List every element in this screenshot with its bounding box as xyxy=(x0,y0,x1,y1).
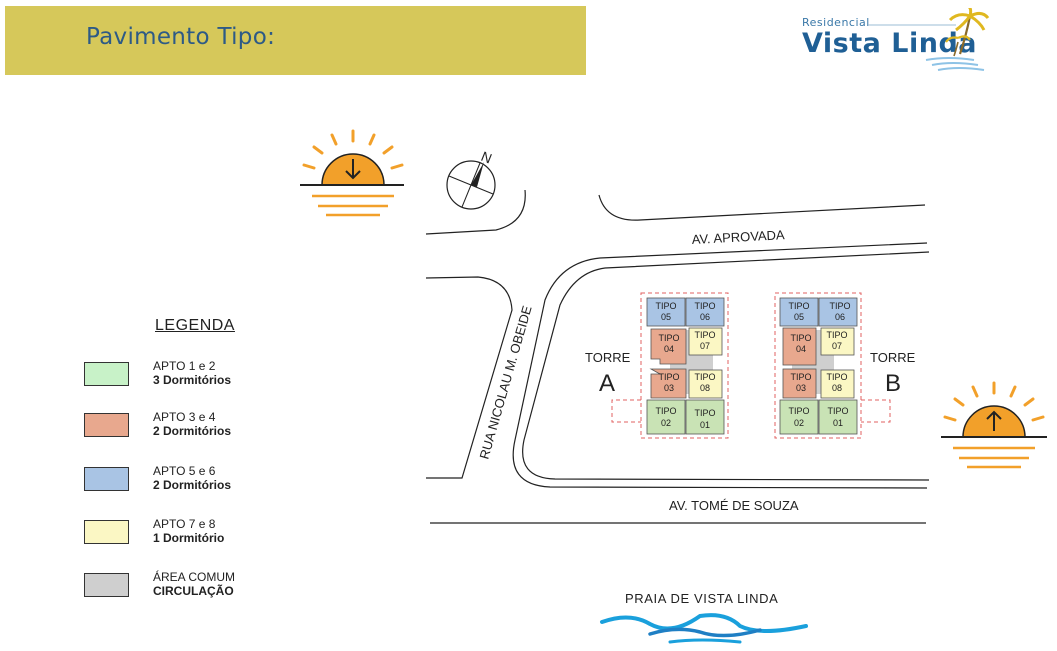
tower-a-unit-05-number: 05 xyxy=(661,312,671,322)
tower-a-unit-08-number: 08 xyxy=(700,383,710,393)
compass-icon: N xyxy=(446,148,496,210)
legend-item-apto-7-8: APTO 7 e 8 1 Dormitório xyxy=(84,517,324,560)
tower-a-unit-02-number: 02 xyxy=(661,418,671,428)
tower-b-unit-07-type: TIPO xyxy=(826,330,847,340)
tower-b-unit-06-type: TIPO xyxy=(829,301,850,311)
waves-icon xyxy=(600,613,808,644)
legend-label: APTO 1 e 2 xyxy=(153,359,216,373)
tower-b-unit-02-type: TIPO xyxy=(788,406,809,416)
tower-a-unit-04-type: TIPO xyxy=(658,333,679,343)
palm-tree-icon xyxy=(868,8,990,71)
legend-label: APTO 3 e 4 xyxy=(153,410,216,424)
tower-b-unit-04-number: 04 xyxy=(796,344,806,354)
legend-sublabel: 3 Dormitórios xyxy=(153,373,232,387)
legend-item-apto-3-4: APTO 3 e 4 2 Dormitórios xyxy=(84,410,324,453)
legend-swatch xyxy=(84,413,129,437)
tower-b-unit-06-number: 06 xyxy=(835,312,845,322)
header-band xyxy=(5,6,586,75)
street-label-aprovada: AV. APROVADA xyxy=(691,227,785,247)
tower-b-unit-03-type: TIPO xyxy=(790,372,811,382)
legend-label: APTO 7 e 8 xyxy=(153,517,216,531)
tower-b-unit-07-number: 07 xyxy=(832,341,842,351)
legend-label: ÁREA COMUM xyxy=(153,570,236,584)
tower-a-unit-03-number: 03 xyxy=(664,383,674,393)
logo: Residencial Vista Linda xyxy=(798,8,990,80)
legend-swatch xyxy=(84,467,129,491)
tower-a-unit-07-number: 07 xyxy=(700,341,710,351)
legend-swatch xyxy=(84,573,129,597)
legend-label: APTO 5 e 6 xyxy=(153,464,216,478)
legend-sublabel: 2 Dormitórios xyxy=(153,424,232,438)
legend-item-area-comum: ÁREA COMUM CIRCULAÇÃO xyxy=(84,570,324,613)
tower-a-unit-01-type: TIPO xyxy=(694,408,715,418)
street-label-tome: AV. TOMÉ DE SOUZA xyxy=(669,498,799,513)
legend-sublabel: 1 Dormitório xyxy=(153,531,225,545)
logo-subtitle: Residencial xyxy=(802,16,870,29)
logo-title: Vista Linda xyxy=(802,28,978,59)
tower-a-unit-01-number: 01 xyxy=(700,420,710,430)
tower-a-unit-06-type: TIPO xyxy=(694,301,715,311)
sunrise-icon xyxy=(941,381,1047,469)
sunset-icon xyxy=(300,129,404,217)
tower-b-unit-05-type: TIPO xyxy=(788,301,809,311)
tower-a: TIPO 05 TIPO 06 TIPO 04 TIPO 07 TIPO 03 … xyxy=(585,292,729,439)
beach-label: PRAIA DE VISTA LINDA xyxy=(625,591,778,606)
legend-sublabel: CIRCULAÇÃO xyxy=(153,584,234,598)
tower-b-letter: B xyxy=(885,370,901,397)
legend-item-apto-1-2: APTO 1 e 2 3 Dormitórios xyxy=(84,359,324,402)
tower-b: TIPO 05 TIPO 06 TIPO 04 TIPO 07 TIPO 03 … xyxy=(774,292,916,439)
legend-swatch xyxy=(84,362,129,386)
tower-a-unit-02-type: TIPO xyxy=(655,406,676,416)
street-label-nicolau: RUA NICOLAU M. OBEIDE xyxy=(476,304,534,461)
tower-a-unit-07-type: TIPO xyxy=(694,330,715,340)
tower-b-unit-01-number: 01 xyxy=(833,418,843,428)
tower-b-unit-02-number: 02 xyxy=(794,418,804,428)
tower-b-unit-08-type: TIPO xyxy=(826,372,847,382)
tower-a-letter: A xyxy=(599,370,615,397)
legend-title: LEGENDA xyxy=(155,317,235,334)
tower-a-unit-04-number: 04 xyxy=(664,344,674,354)
tower-b-label: TORRE xyxy=(870,350,916,365)
tower-b-unit-03-number: 03 xyxy=(796,383,806,393)
tower-a-unit-05-type: TIPO xyxy=(655,301,676,311)
legend-swatch xyxy=(84,520,129,544)
tower-a-unit-08-type: TIPO xyxy=(694,372,715,382)
tower-b-unit-04-type: TIPO xyxy=(790,333,811,343)
tower-b-unit-01-type: TIPO xyxy=(827,406,848,416)
tower-a-label: TORRE xyxy=(585,350,631,365)
tower-a-unit-03-type: TIPO xyxy=(658,372,679,382)
legend-sublabel: 2 Dormitórios xyxy=(153,478,232,492)
page-title: Pavimento Tipo: xyxy=(86,24,276,50)
legend-item-apto-5-6: APTO 5 e 6 2 Dormitórios xyxy=(84,464,324,507)
tower-b-unit-08-number: 08 xyxy=(832,383,842,393)
street-lines xyxy=(425,189,930,524)
tower-a-unit-06-number: 06 xyxy=(700,312,710,322)
tower-b-unit-05-number: 05 xyxy=(794,312,804,322)
